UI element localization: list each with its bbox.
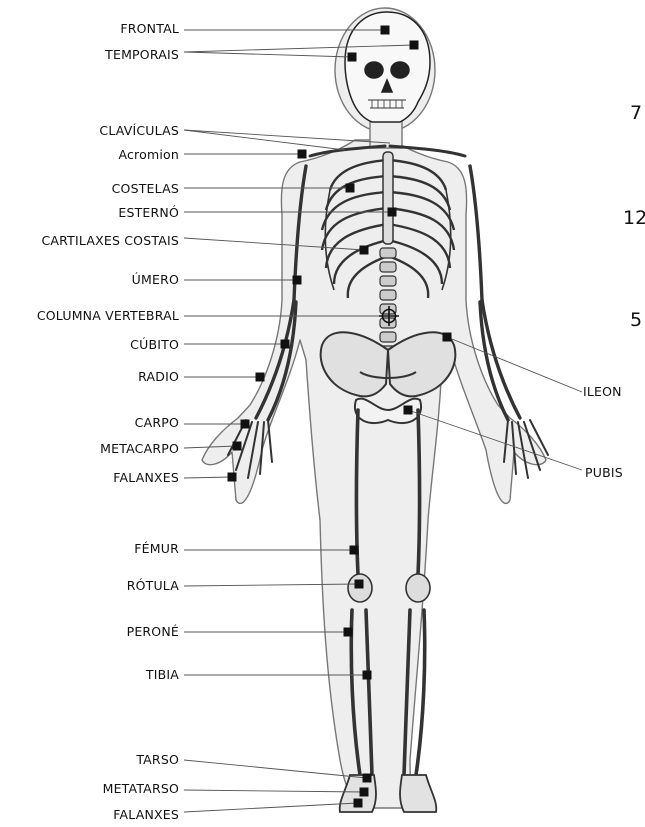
label-femur: FÉMUR [134,541,179,556]
marker-square [293,276,302,285]
count-lumbar: 5 [630,309,642,331]
leader-line [184,803,358,812]
label-umero: ÚMERO [132,272,179,287]
marker-square [346,184,355,193]
label-metacarpo: METACARPO [100,441,179,456]
label-metatarso: METATARSO [103,781,179,796]
marker-square [350,546,359,555]
marker-square [363,671,372,680]
label-temporais: TEMPORAIS [105,47,179,62]
label-falanxes-foot: FALANXES [113,807,179,822]
label-perone: PERONÉ [127,624,179,639]
label-frontal: FRONTAL [120,21,179,36]
marker-square [298,150,307,159]
marker-square [404,406,413,415]
marker-square [355,580,364,589]
label-cubito: CÚBITO [130,337,179,352]
label-pubis: PUBIS [585,465,623,480]
label-carpo: CARPO [135,415,179,430]
label-costelas: COSTELAS [112,181,179,196]
leader-line [184,52,352,57]
label-columna-vertebral: COLUMNA VERTEBRAL [37,308,179,323]
marker-square [363,774,372,783]
marker-square [348,53,357,62]
leader-line [184,130,345,150]
marker-square [241,420,250,429]
label-esterno: ESTERNÓ [118,205,179,220]
label-radio: RADIO [138,369,179,384]
marker-square [233,442,242,451]
label-tarso: TARSO [136,752,179,767]
sternum-shape [383,152,393,244]
label-claviculas: CLAVÍCULAS [99,123,179,138]
leader-line [184,790,364,792]
marker-square [443,333,452,342]
marker-square [360,246,369,255]
marker-square [344,628,353,637]
count-thoracic: 12 [623,207,645,229]
label-falanxes-hand: FALANXES [113,470,179,485]
marker-square [354,799,363,808]
leader-line [184,760,367,778]
leader-line [184,130,390,143]
label-ileon: ILEON [583,384,622,399]
count-cervical: 7 [630,102,642,124]
marker-square [388,208,397,217]
label-tibia: TIBIA [146,667,179,682]
label-acromion: Acromion [118,147,179,162]
marker-square [410,41,419,50]
label-cartilaxes-costais: CARTILAXES COSTAIS [42,233,180,248]
leader-line [184,477,232,478]
label-rotula: RÓTULA [127,578,179,593]
marker-square [381,26,390,35]
marker-square [256,373,265,382]
marker-square [281,340,290,349]
marker-square [228,473,237,482]
marker-square [360,788,369,797]
